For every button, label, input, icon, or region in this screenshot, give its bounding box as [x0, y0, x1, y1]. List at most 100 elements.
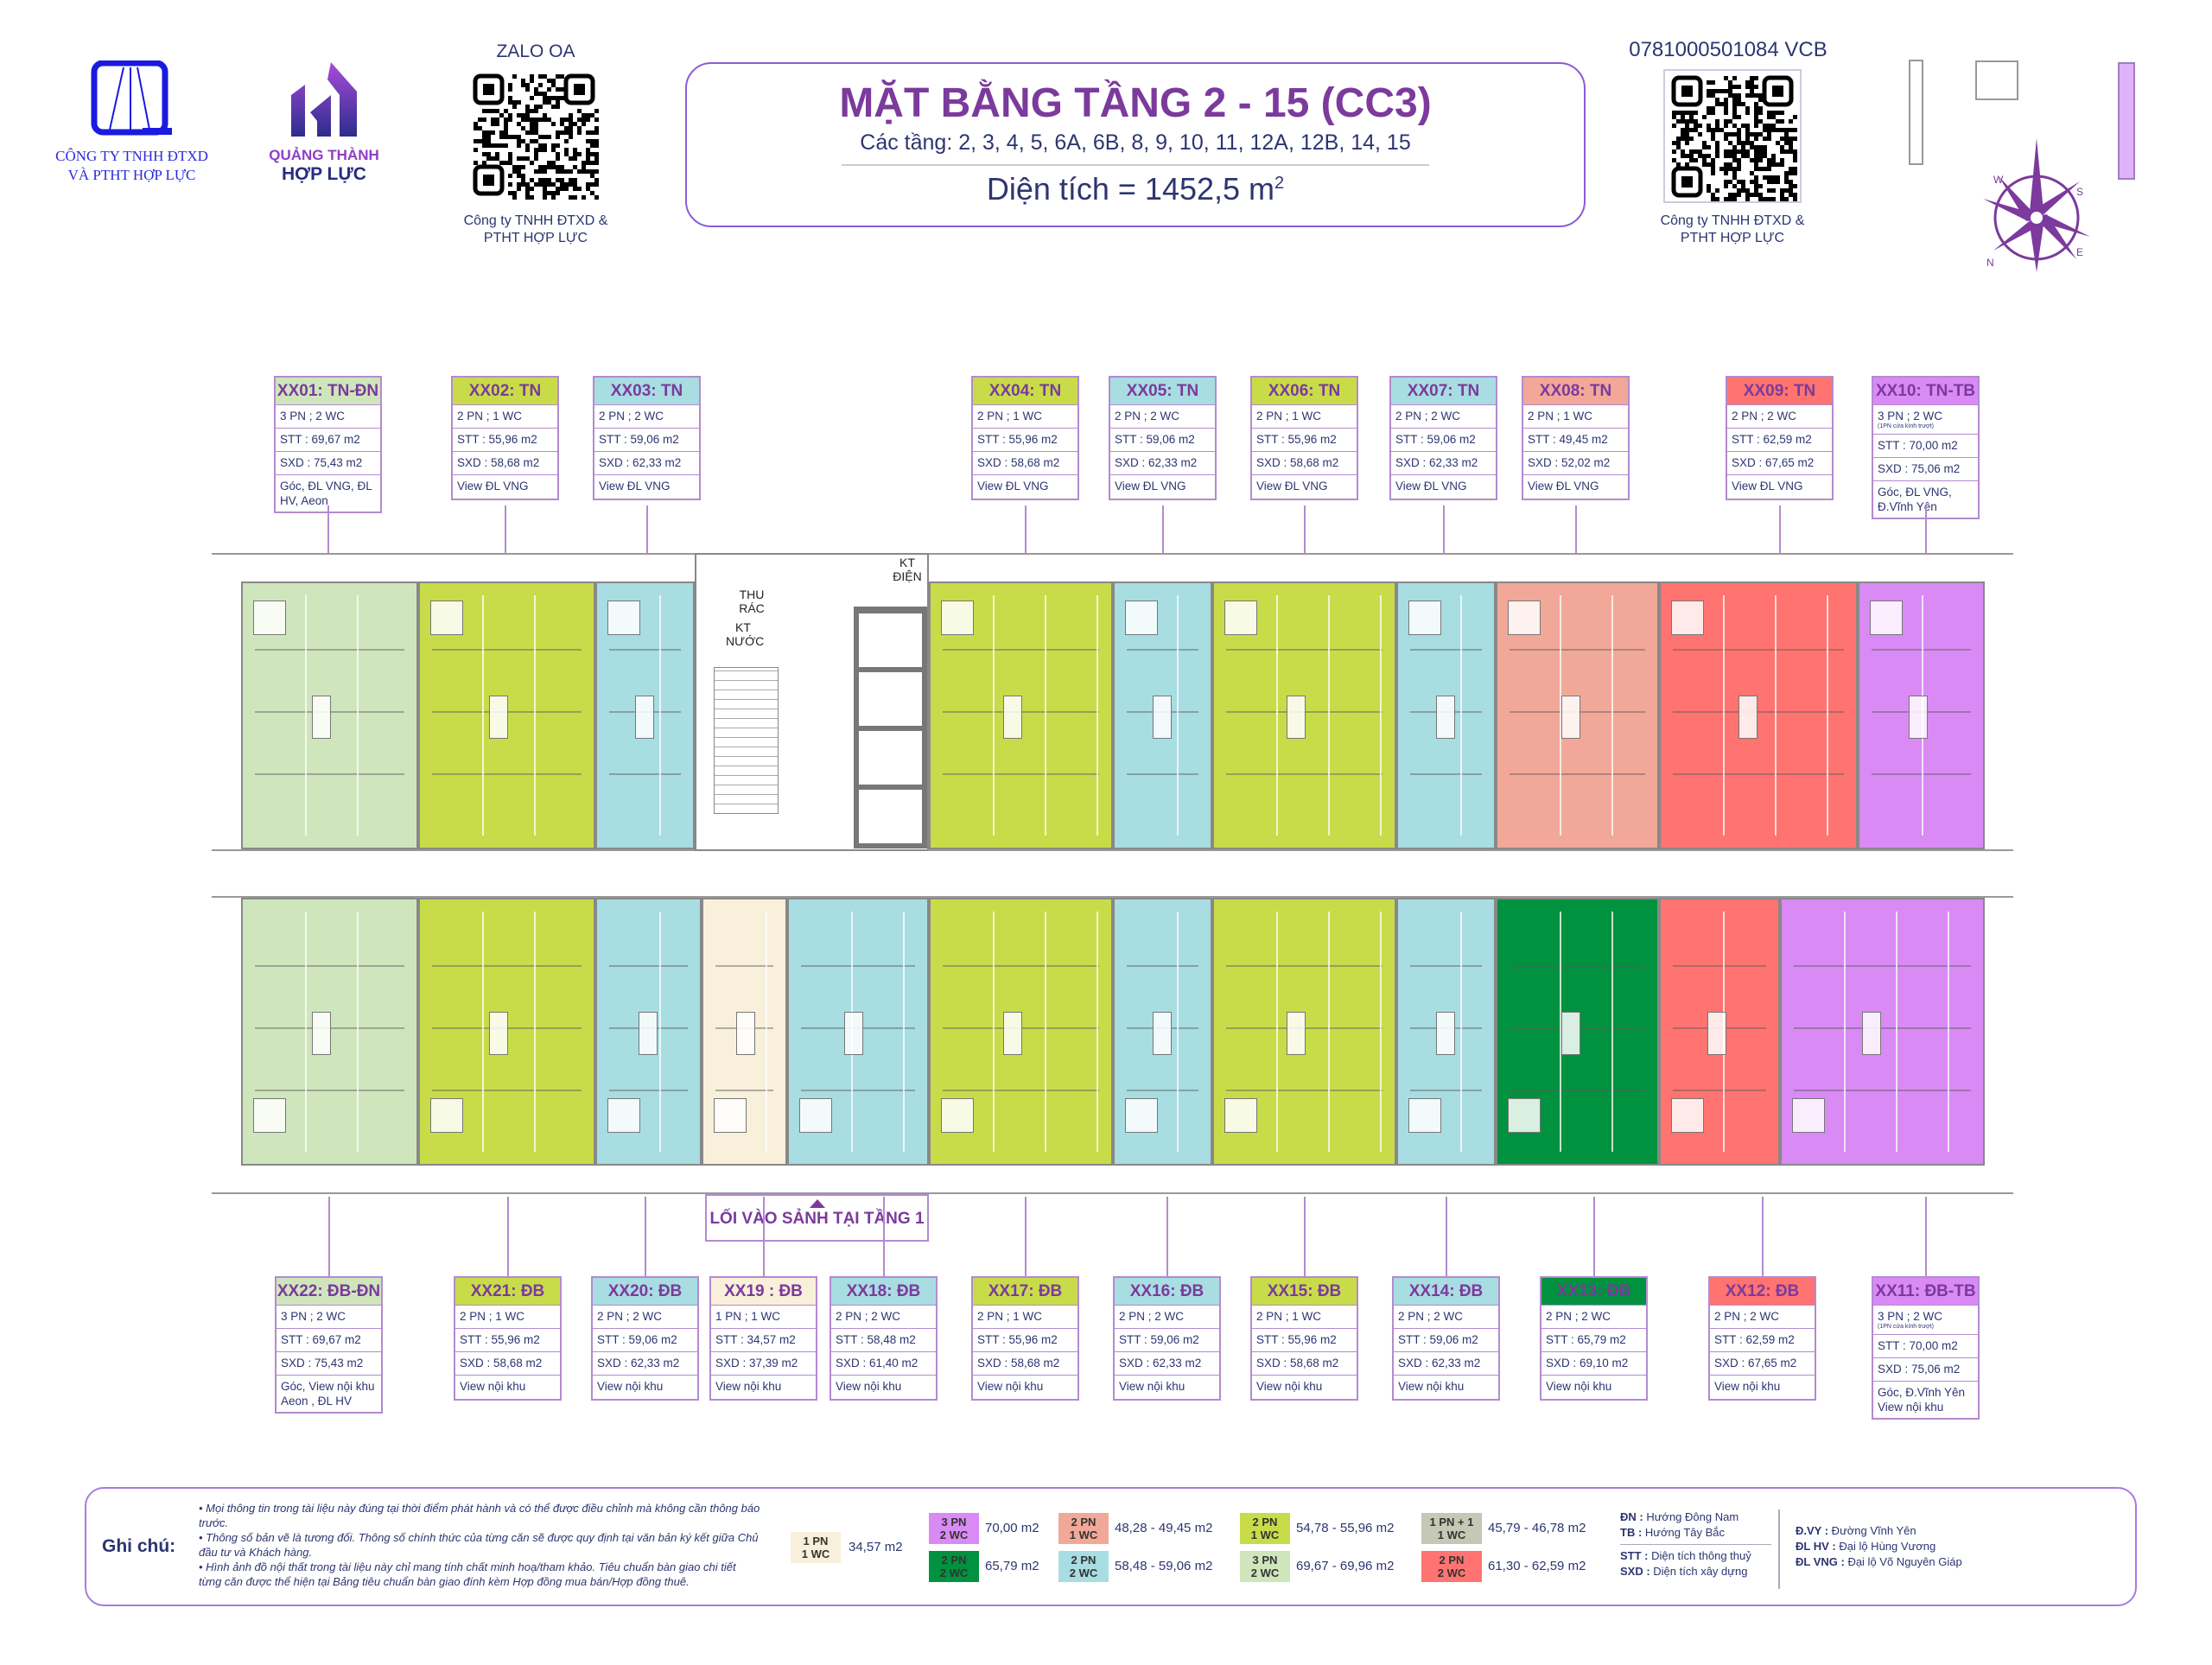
unit-card-xx21[interactable]: XX21: ĐB 2 PN ; 1 WC STT : 55,96 m2 SXD …	[454, 1276, 562, 1401]
unit-card-xx10[interactable]: XX10: TN-TB 3 PN ; 2 WC(1PN cửa kính trư…	[1872, 376, 1980, 519]
unit-xx20[interactable]	[595, 898, 702, 1166]
unit-xx08[interactable]	[1496, 581, 1659, 849]
unit-card-xx17[interactable]: XX17: ĐB 2 PN ; 1 WC STT : 55,96 m2 SXD …	[971, 1276, 1079, 1401]
rooms-text: 2 PN ; 1 WC	[1528, 410, 1593, 423]
unit-xx07[interactable]	[1396, 581, 1496, 849]
unit-sxd: SXD : 69,10 m2	[1541, 1352, 1646, 1376]
unit-card-xx14[interactable]: XX14: ĐB 2 PN ; 2 WC STT : 59,06 m2 SXD …	[1392, 1276, 1500, 1401]
unit-card-xx13[interactable]: XX13: ĐB 2 PN ; 2 WC STT : 65,79 m2 SXD …	[1540, 1276, 1648, 1401]
unit-sxd: SXD : 58,68 m2	[1252, 1352, 1357, 1376]
unit-card-xx15[interactable]: XX15: ĐB 2 PN ; 1 WC STT : 55,96 m2 SXD …	[1250, 1276, 1358, 1401]
unit-xx01[interactable]	[241, 581, 418, 849]
unit-card-xx12[interactable]: XX12: ĐB 2 PN ; 2 WC STT : 62,59 m2 SXD …	[1708, 1276, 1816, 1401]
rooms-text: 2 PN ; 1 WC	[1256, 410, 1322, 423]
unit-xx11[interactable]	[1780, 898, 1985, 1166]
unit-card-xx19[interactable]: XX19 : ĐB 1 PN ; 1 WC STT : 34,57 m2 SXD…	[709, 1276, 817, 1401]
legend-swatch-value: 45,79 - 46,78 m2	[1488, 1521, 1586, 1535]
unit-rooms: 2 PN ; 2 WC	[594, 405, 699, 429]
rooms-text: 2 PN ; 2 WC	[1714, 1310, 1780, 1323]
unit-stt: STT : 69,67 m2	[276, 1329, 381, 1352]
unit-xx22[interactable]	[241, 898, 418, 1166]
unit-xx02[interactable]	[418, 581, 595, 849]
unit-view: View ĐL VNG	[1732, 480, 1803, 493]
unit-sxd: SXD : 52,02 m2	[1523, 452, 1628, 475]
swatch-line-1: 2 PN	[1252, 1516, 1278, 1528]
unit-xx19[interactable]	[702, 898, 787, 1166]
unit-card-xx20[interactable]: XX20: ĐB 2 PN ; 2 WC STT : 59,06 m2 SXD …	[591, 1276, 699, 1401]
bed-icon	[607, 1098, 640, 1133]
legend-swatch-value: 34,57 m2	[849, 1540, 903, 1554]
unit-xx16[interactable]	[1113, 898, 1212, 1166]
entrance-arrow-icon	[809, 1199, 825, 1208]
unit-card-xx08[interactable]: XX08: TN 2 PN ; 1 WC STT : 49,45 m2 SXD …	[1522, 376, 1630, 500]
unit-xx12[interactable]	[1659, 898, 1780, 1166]
unit-xx05[interactable]	[1113, 581, 1212, 849]
unit-xx18[interactable]	[787, 898, 929, 1166]
unit-card-xx03[interactable]: XX03: TN 2 PN ; 2 WC STT : 59,06 m2 SXD …	[593, 376, 701, 500]
unit-xx17[interactable]	[929, 898, 1113, 1166]
unit-card-xx04[interactable]: XX04: TN 2 PN ; 1 WC STT : 55,96 m2 SXD …	[971, 376, 1079, 500]
unit-card-xx06[interactable]: XX06: TN 2 PN ; 1 WC STT : 55,96 m2 SXD …	[1250, 376, 1358, 500]
unit-sxd: SXD : 62,33 m2	[593, 1352, 697, 1376]
unit-code: XX20: ĐB	[593, 1278, 697, 1306]
unit-xx15[interactable]	[1212, 898, 1396, 1166]
unit-code: XX19 : ĐB	[711, 1278, 816, 1306]
bank-account: 0781000501084 VCB	[1629, 38, 1827, 61]
unit-rooms: 3 PN ; 2 WC	[276, 405, 380, 429]
leader-line	[646, 505, 648, 553]
bed-icon	[1125, 1098, 1158, 1133]
unit-code: XX09: TN	[1727, 378, 1832, 405]
unit-code: XX10: TN-TB	[1873, 378, 1978, 405]
unit-view: View ĐL VNG	[977, 480, 1049, 493]
unit-xx03[interactable]	[595, 581, 695, 849]
unit-xx21[interactable]	[418, 898, 595, 1166]
swatch-line-2: 2 WC	[1437, 1566, 1466, 1579]
rooms-text: 2 PN ; 2 WC	[597, 1310, 663, 1323]
unit-card-xx01[interactable]: XX01: TN-ĐN 3 PN ; 2 WC STT : 69,67 m2 S…	[274, 376, 382, 513]
sofa-icon	[844, 1012, 863, 1055]
unit-xx13[interactable]	[1496, 898, 1659, 1166]
bed-icon	[1508, 1098, 1541, 1133]
unit-rooms: 2 PN ; 2 WC	[1115, 1306, 1219, 1329]
leader-line	[505, 505, 506, 553]
stair	[714, 667, 779, 814]
unit-sxd: SXD : 58,68 m2	[973, 1352, 1077, 1376]
unit-card-xx18[interactable]: XX18: ĐB 2 PN ; 2 WC STT : 58,48 m2 SXD …	[830, 1276, 938, 1401]
swatch-line-1: 2 PN	[1071, 1554, 1096, 1566]
compass-n: N	[1986, 257, 1994, 269]
bed-icon	[1870, 601, 1903, 635]
unit-card-xx02[interactable]: XX02: TN 2 PN ; 1 WC STT : 55,96 m2 SXD …	[451, 376, 559, 500]
swatch-line-1: 1 PN + 1	[1429, 1516, 1474, 1528]
unit-card-xx11[interactable]: XX11: ĐB-TB 3 PN ; 2 WC(1PN cửa kính trư…	[1872, 1276, 1980, 1420]
unit-xx10[interactable]	[1858, 581, 1985, 849]
unit-rooms: 2 PN ; 2 WC	[1394, 1306, 1498, 1329]
unit-view: View nội khu	[1119, 1380, 1185, 1393]
unit-code: XX05: TN	[1110, 378, 1215, 405]
unit-stt: STT : 70,00 m2	[1873, 1335, 1978, 1358]
unit-view: View nội khu	[1546, 1380, 1612, 1393]
leader-line	[763, 1197, 765, 1276]
unit-code: XX14: ĐB	[1394, 1278, 1498, 1306]
unit-code: XX07: TN	[1391, 378, 1496, 405]
unit-xx06[interactable]	[1212, 581, 1396, 849]
unit-stt: STT : 62,59 m2	[1727, 429, 1832, 452]
unit-code: XX08: TN	[1523, 378, 1628, 405]
legend-swatch-value: 54,78 - 55,96 m2	[1296, 1521, 1395, 1535]
unit-rooms: 2 PN ; 2 WC	[1541, 1306, 1646, 1329]
unit-card-xx05[interactable]: XX05: TN 2 PN ; 2 WC STT : 59,06 m2 SXD …	[1109, 376, 1217, 500]
area-value: Diện tích = 1452,5 m	[986, 171, 1275, 207]
unit-xx14[interactable]	[1396, 898, 1496, 1166]
unit-card-xx16[interactable]: XX16: ĐB 2 PN ; 2 WC STT : 59,06 m2 SXD …	[1113, 1276, 1221, 1401]
unit-xx09[interactable]	[1659, 581, 1858, 849]
unit-xx04[interactable]	[929, 581, 1113, 849]
leader-line	[1446, 1197, 1447, 1276]
sofa-icon	[312, 1012, 332, 1055]
unit-card-xx09[interactable]: XX09: TN 2 PN ; 2 WC STT : 62,59 m2 SXD …	[1726, 376, 1834, 500]
bed-icon	[1508, 601, 1541, 635]
unit-sxd: SXD : 62,33 m2	[1394, 1352, 1498, 1376]
unit-card-xx22[interactable]: XX22: ĐB-ĐN 3 PN ; 2 WC STT : 69,67 m2 S…	[275, 1276, 383, 1414]
brand-line-2: HỢP LỰC	[282, 164, 366, 184]
sofa-icon	[1862, 1012, 1882, 1055]
unit-card-xx07[interactable]: XX07: TN 2 PN ; 2 WC STT : 59,06 m2 SXD …	[1389, 376, 1497, 500]
swatch-line-2: 2 WC	[1069, 1566, 1098, 1579]
